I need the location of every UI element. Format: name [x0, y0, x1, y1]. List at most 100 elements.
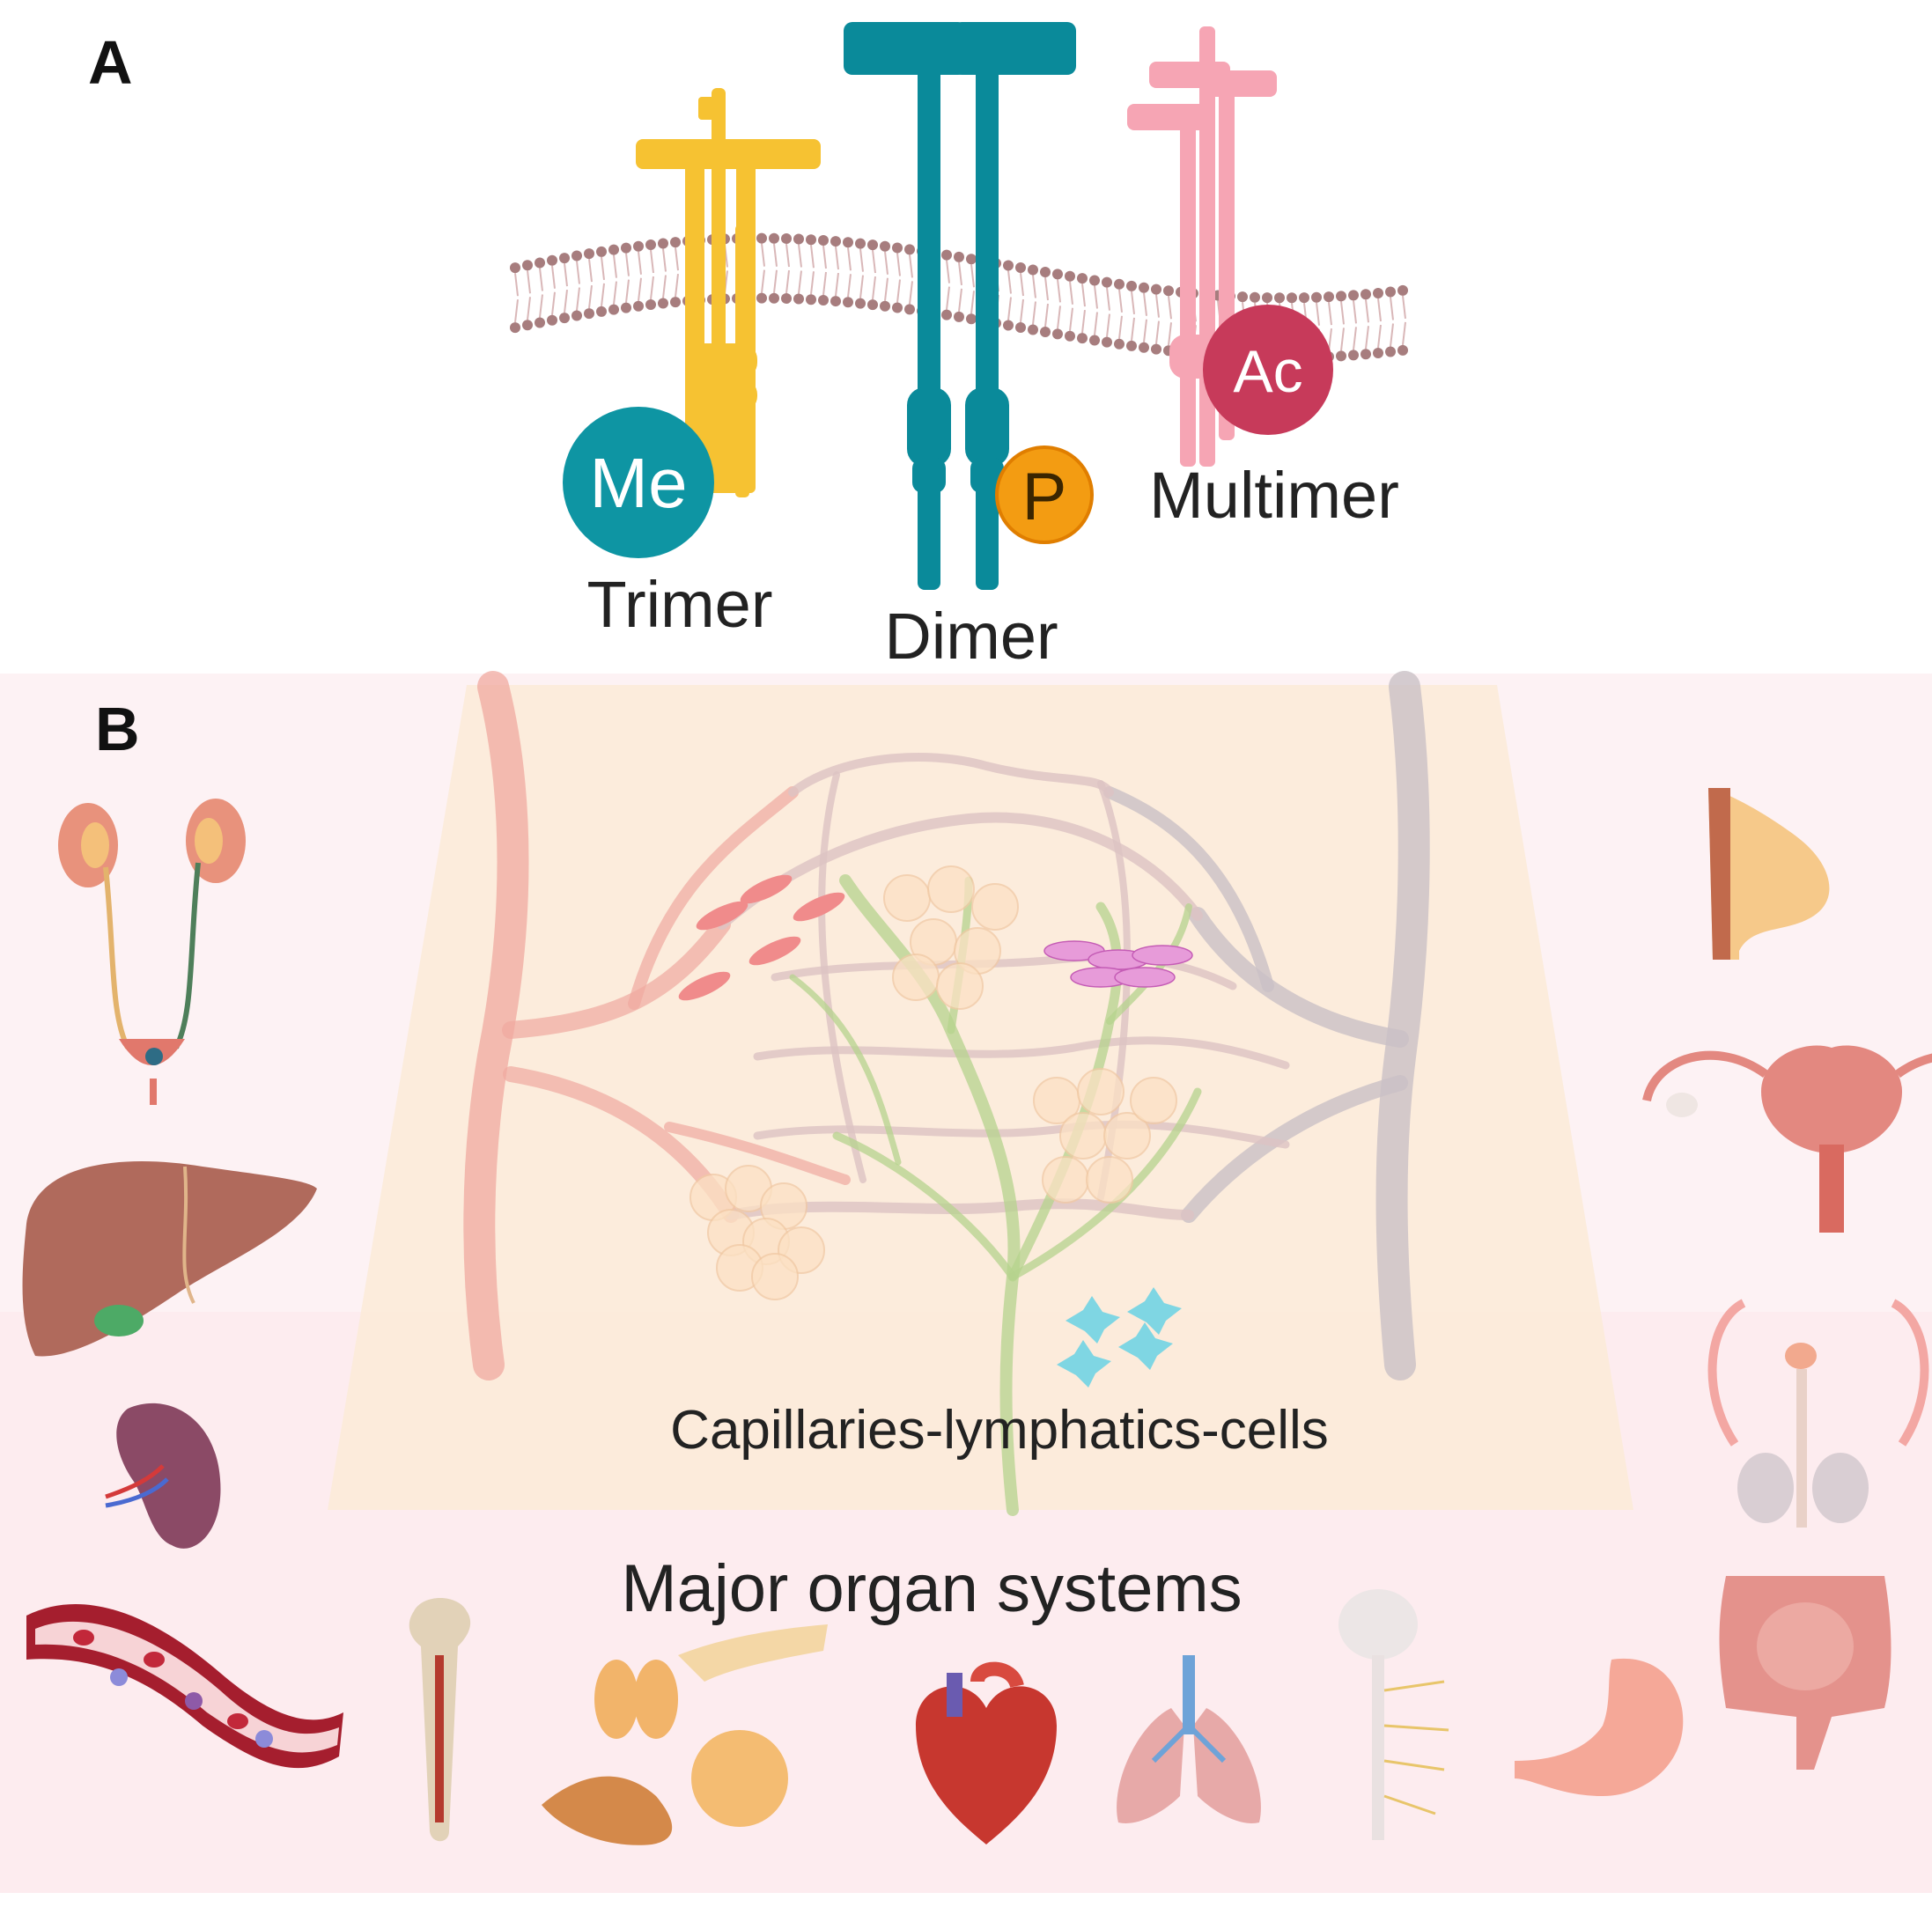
- fibroblast-cell: [748, 936, 801, 966]
- lipid-tail: [896, 253, 901, 276]
- lipid-tail: [1044, 276, 1049, 301]
- lipid-tail: [909, 254, 913, 278]
- lipid-tail: [785, 243, 790, 268]
- intestine-icon: [1719, 1576, 1891, 1770]
- lipid-tail: [527, 270, 531, 294]
- uterus-icon: [1642, 1045, 1932, 1233]
- lipid-tail: [773, 243, 778, 267]
- lipid-tail: [1390, 323, 1394, 347]
- lipid-head: [855, 298, 866, 309]
- lipid-head: [1324, 291, 1334, 303]
- epithelial-cell: [971, 883, 1019, 931]
- spinal-cord-icon: [1338, 1589, 1449, 1840]
- lipid-head: [1114, 338, 1125, 350]
- lipid-head: [769, 232, 779, 244]
- lipid-tail: [1020, 272, 1024, 297]
- lipid-head: [547, 314, 557, 326]
- lipid-head: [1336, 350, 1346, 362]
- lipid-head: [1163, 285, 1174, 297]
- panel-b-letter: B: [95, 695, 140, 763]
- blood-vessel-icon: [26, 1603, 343, 1769]
- lipid-head: [1348, 290, 1359, 301]
- lipid-head: [793, 233, 804, 245]
- lipid-tail: [514, 273, 519, 297]
- lipid-head: [830, 236, 841, 247]
- lipid-tail: [761, 269, 765, 293]
- lipid-head: [830, 296, 841, 307]
- lipid-tail: [1118, 289, 1123, 313]
- lipid-tail: [576, 287, 580, 311]
- lipid-tail: [1057, 306, 1061, 329]
- lipid-head: [596, 306, 607, 317]
- lipid-tail: [761, 243, 765, 267]
- lipid-tail: [662, 275, 667, 298]
- fibroblast-cell: [793, 892, 845, 922]
- lipid-tail: [884, 251, 889, 275]
- lipid-head: [818, 295, 829, 306]
- lipid-tail: [1007, 297, 1012, 320]
- lipid-head: [645, 299, 656, 311]
- lipid-tail: [909, 281, 913, 305]
- lipid-tail: [551, 265, 556, 289]
- lipid-head: [954, 311, 964, 322]
- lipid-head: [855, 238, 866, 249]
- multimer-label: Multimer: [1149, 459, 1399, 532]
- lipid-head: [806, 294, 816, 306]
- organ-systems-caption: Major organ systems: [621, 1551, 1242, 1626]
- kidney-urinary-icon: [58, 799, 246, 1105]
- lipid-tail: [650, 249, 654, 274]
- lipid-tail: [1057, 279, 1061, 303]
- lipid-tail: [1340, 328, 1345, 351]
- microvasculature: [463, 671, 1430, 1516]
- epithelial-cell: [1130, 1077, 1177, 1124]
- lipid-head: [1065, 330, 1075, 342]
- lipid-head: [1151, 343, 1161, 355]
- lipid-tail: [625, 279, 630, 303]
- lipid-head: [756, 292, 767, 304]
- lipid-tail: [1390, 297, 1394, 320]
- lipid-tail: [810, 271, 815, 295]
- lipid-tail: [847, 247, 852, 271]
- lipid-tail: [638, 251, 642, 275]
- lipid-tail: [625, 253, 630, 276]
- panel-b: B: [0, 671, 1932, 1893]
- epithelial-cell: [936, 962, 984, 1010]
- lipid-head: [559, 253, 570, 264]
- tissue-cells: [678, 865, 1193, 1388]
- lipid-tail: [1007, 270, 1012, 294]
- lipid-head: [1348, 350, 1359, 361]
- lipid-head: [1015, 262, 1026, 274]
- lipid-head: [1089, 275, 1100, 286]
- lipid-tail: [1131, 291, 1135, 314]
- lipid-tail: [1069, 281, 1073, 305]
- lipid-head: [1040, 266, 1051, 277]
- lipid-tail: [675, 274, 679, 298]
- lipid-tail: [1353, 327, 1357, 350]
- epithelial-cell: [927, 865, 975, 913]
- lipid-tail: [1106, 313, 1110, 337]
- breast-icon: [1708, 788, 1830, 960]
- lipid-head: [843, 297, 853, 308]
- lipid-head: [966, 254, 977, 265]
- dimer-receptor: [844, 22, 1076, 590]
- immune-cell: [1057, 1340, 1111, 1388]
- lipid-head: [1139, 282, 1149, 293]
- lipid-tail: [1032, 301, 1036, 325]
- lipid-head: [1397, 284, 1408, 296]
- lipid-tail: [958, 288, 962, 313]
- lipid-head: [818, 235, 829, 247]
- lipid-head: [1397, 344, 1408, 356]
- lipid-head: [867, 299, 878, 311]
- lipid-tail: [1402, 321, 1406, 345]
- epithelial-cell: [883, 874, 931, 922]
- male-reproductive-icon: [1707, 1299, 1929, 1528]
- lipid-head: [941, 249, 952, 261]
- liver-icon: [22, 1160, 317, 1357]
- lipid-tail: [650, 276, 654, 300]
- epithelial-cell: [1086, 1156, 1133, 1204]
- lipid-head: [954, 251, 964, 262]
- lipid-tail: [798, 244, 802, 268]
- lipid-head: [670, 297, 681, 308]
- p-label: P: [1022, 460, 1067, 534]
- lipid-head: [633, 240, 644, 252]
